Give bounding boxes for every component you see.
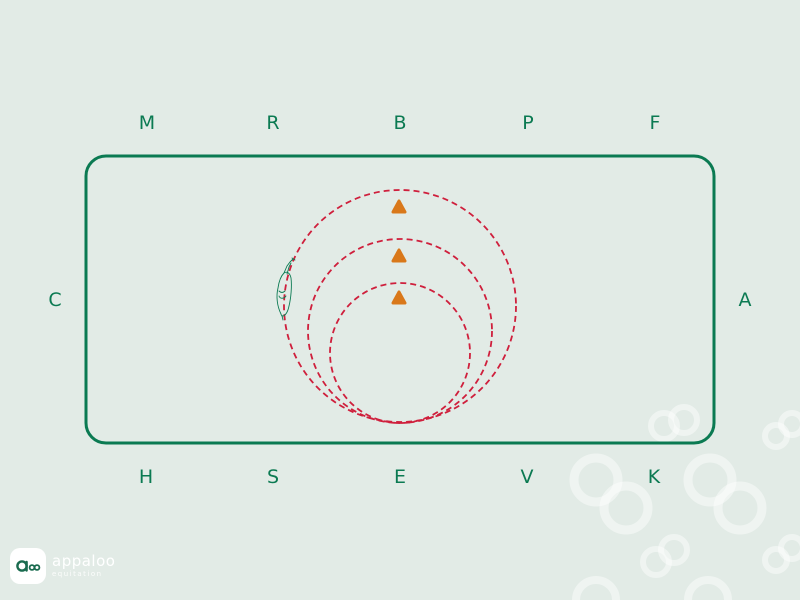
arena-letter-h: H xyxy=(138,466,154,488)
direction-marker-middle xyxy=(391,248,407,263)
brand-logo: appaloo equitation xyxy=(10,548,115,584)
direction-markers xyxy=(391,199,407,305)
arena-letter-f: F xyxy=(649,112,661,134)
arena-letter-v: V xyxy=(520,466,534,488)
arena-letter-e: E xyxy=(393,466,406,488)
arena-letter-a: A xyxy=(738,289,752,311)
brand-tagline: equitation xyxy=(52,570,103,578)
medium-circle-path xyxy=(307,238,493,424)
arena-letter-s: S xyxy=(266,466,280,488)
arena-letter-r: R xyxy=(266,112,280,134)
direction-marker-inner xyxy=(391,290,407,305)
brand-logo-icon xyxy=(10,548,46,584)
small-circle-path xyxy=(329,282,471,424)
circle-paths xyxy=(283,189,517,424)
arena-letter-b: B xyxy=(393,112,407,134)
brand-name: appaloo xyxy=(52,552,116,570)
direction-marker-outer xyxy=(391,199,407,214)
arena-letter-m: M xyxy=(138,112,156,134)
arena-letter-c: C xyxy=(48,289,62,311)
large-circle-path xyxy=(283,189,517,423)
arena-outline xyxy=(84,154,716,445)
arena-letter-p: P xyxy=(522,112,534,134)
arena-letter-k: K xyxy=(647,466,661,488)
background-rings-decoration xyxy=(569,404,800,600)
horse-rider-icon xyxy=(276,257,296,321)
